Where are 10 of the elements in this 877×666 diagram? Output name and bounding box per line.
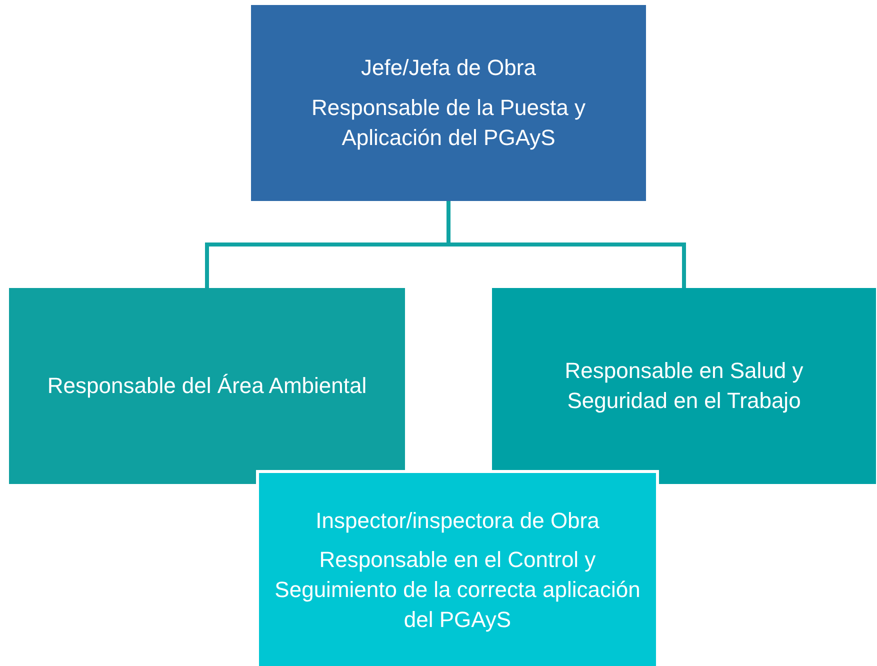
org-box [251, 5, 646, 201]
role-title: Responsable en Salud y Seguridad en el Trabajo [564, 357, 804, 415]
org-box [492, 288, 876, 484]
org-box [256, 470, 659, 666]
role-description: Responsable en el Control y Seguimiento de la correcta aplicación del PGAyS [274, 546, 642, 634]
org-box [9, 288, 405, 484]
role-title: Jefe/Jefa de Obra [361, 54, 536, 82]
role-title: Responsable del Área Ambiental [47, 372, 367, 400]
role-title: Inspector/inspectora de Obra [316, 506, 600, 535]
role-description: Responsable de la Puesta y Aplicación del PGAyS [310, 94, 586, 152]
